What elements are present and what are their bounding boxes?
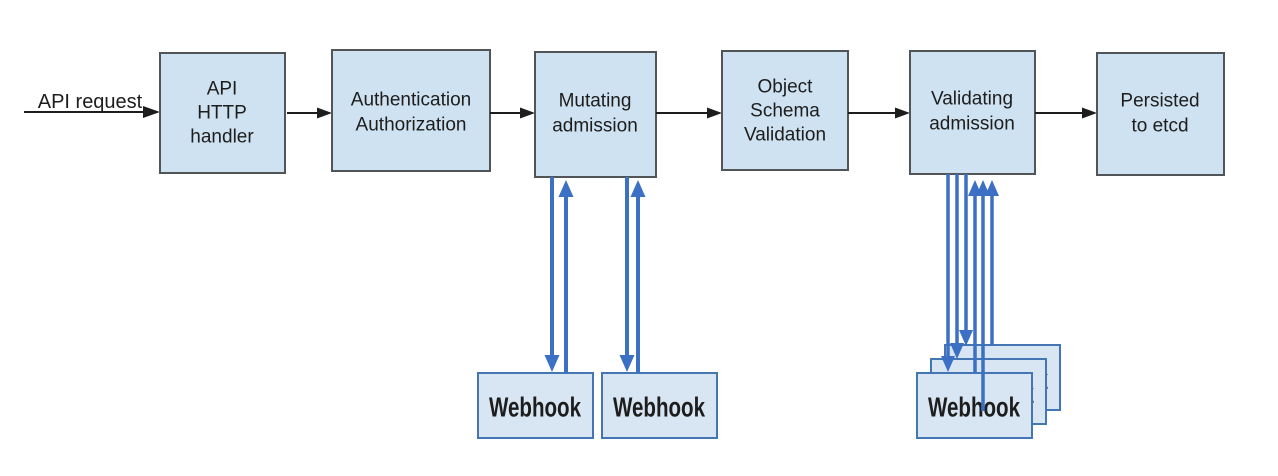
arrow-head	[520, 107, 535, 119]
node-label-line: Authentication	[351, 90, 471, 111]
mutating-webhook-box-1: Webhook	[477, 372, 594, 439]
node-label-line: Mutating	[559, 91, 632, 112]
node-box	[331, 49, 491, 172]
handler-to-auth-arrow	[287, 107, 332, 119]
validating-to-etcd-arrow	[1035, 107, 1097, 119]
arrow-head	[959, 330, 973, 346]
arrow-head	[630, 180, 646, 197]
node-label-line: admission	[929, 114, 1015, 135]
arrow-head	[544, 355, 560, 372]
mutating-webhook-return-arrow-2	[630, 180, 646, 373]
node-label-line: admission	[552, 116, 638, 137]
arrow-head	[143, 106, 160, 118]
arrow-head	[1082, 107, 1097, 119]
node-label-line: handler	[190, 127, 254, 148]
arrow-head	[985, 180, 999, 196]
mutating-webhook-call-arrow-1	[544, 177, 560, 372]
arrow-head	[707, 107, 722, 119]
api-request-arrow: API request	[24, 91, 160, 118]
node-mutating-admission: Mutating admission	[534, 51, 657, 178]
mutating-webhook-return-arrow-1	[558, 180, 574, 373]
arrow-head	[976, 180, 990, 196]
node-validating-admission: Validating admission	[909, 50, 1036, 175]
node-label-line: Persisted	[1120, 91, 1199, 112]
mutating-webhook-box-2: Webhook	[601, 372, 718, 439]
node-box	[534, 51, 657, 178]
webhook-label: Webhook	[613, 392, 705, 423]
node-persisted-to-etcd: Persisted to etcd	[1096, 52, 1225, 176]
node-label-line: Authorization	[356, 115, 467, 136]
arrow-head	[558, 180, 574, 197]
arrow-head	[895, 107, 910, 119]
validating-webhook-box-front: Webhook	[916, 372, 1033, 439]
auth-to-mutating-arrow	[490, 107, 535, 119]
node-authentication-authorization: Authentication Authorization	[331, 49, 491, 172]
node-label-line: Schema	[750, 101, 820, 122]
webhook-label: Webhook	[489, 392, 581, 423]
validating-webhook-call-arrow-1	[941, 174, 955, 372]
validating-webhook-return-arrow-2	[976, 180, 990, 411]
webhook-label: Webhook	[928, 392, 1020, 423]
node-label-line: Object	[758, 77, 814, 98]
api-request-label: API request	[38, 91, 143, 113]
node-label-line: Validation	[744, 125, 826, 146]
node-object-schema-validation: Object Schema Validation	[721, 50, 849, 171]
node-label-line: HTTP	[197, 103, 247, 124]
validating-webhook-return-arrow-3	[985, 180, 999, 346]
node-api-http-handler: API HTTP handler	[159, 52, 286, 174]
node-box	[1096, 52, 1225, 176]
node-label-line: Validating	[931, 89, 1013, 110]
mutating-webhook-call-arrow-2	[619, 177, 635, 372]
arrow-head	[317, 107, 332, 119]
node-box	[159, 52, 286, 174]
validating-webhook-call-arrow-2	[950, 174, 964, 359]
node-label-line: API	[207, 79, 238, 100]
mutating-to-schema-arrow	[656, 107, 722, 119]
arrow-head	[950, 343, 964, 359]
webhook-box	[477, 372, 594, 439]
node-label-line: to etcd	[1131, 116, 1188, 137]
arrow-head	[941, 356, 955, 372]
webhook-box	[601, 372, 718, 439]
validating-webhook-call-arrow-3	[959, 174, 973, 346]
node-box	[909, 50, 1036, 175]
arrow-head	[619, 355, 635, 372]
node-box	[721, 50, 849, 171]
schema-to-validating-arrow	[848, 107, 910, 119]
